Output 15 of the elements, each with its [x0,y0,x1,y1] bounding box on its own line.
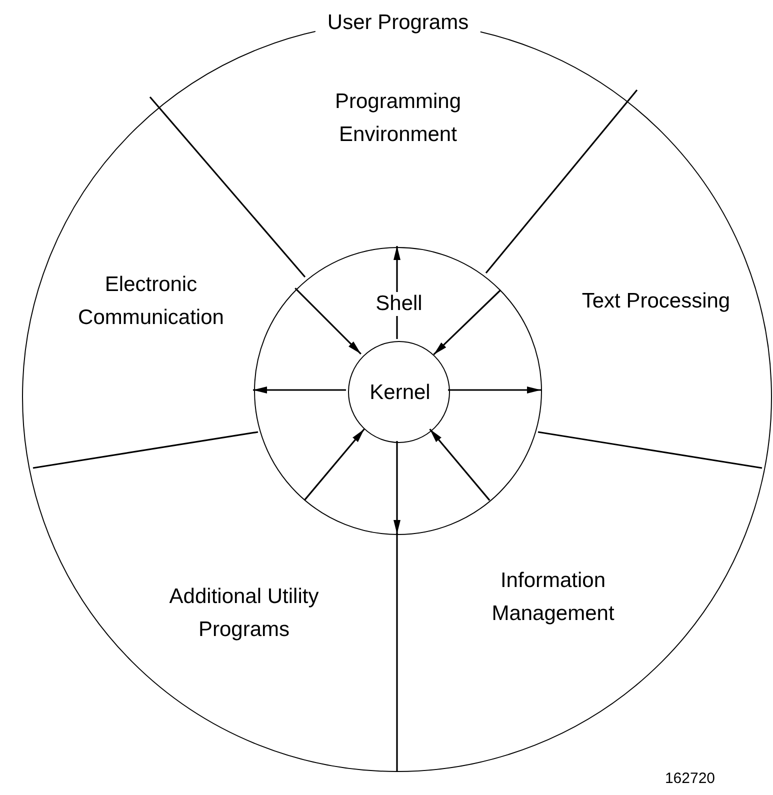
arrow [294,288,362,354]
sector-label: Programming Environment [303,85,493,151]
figure-number: 162720 [664,770,716,788]
sector-label: Information Management [458,564,648,630]
arrow [433,289,502,356]
sector-label: Additional Utility Programs [149,580,339,646]
arrow [253,386,346,394]
arrow [429,428,490,501]
layer-circle [254,247,542,535]
sector-label: Electronic Communication [56,268,246,334]
arrow [448,386,541,394]
sector-label: Text Processing [561,284,751,318]
arrow [394,441,400,534]
arrow [304,428,365,501]
layer-circle [348,341,450,443]
